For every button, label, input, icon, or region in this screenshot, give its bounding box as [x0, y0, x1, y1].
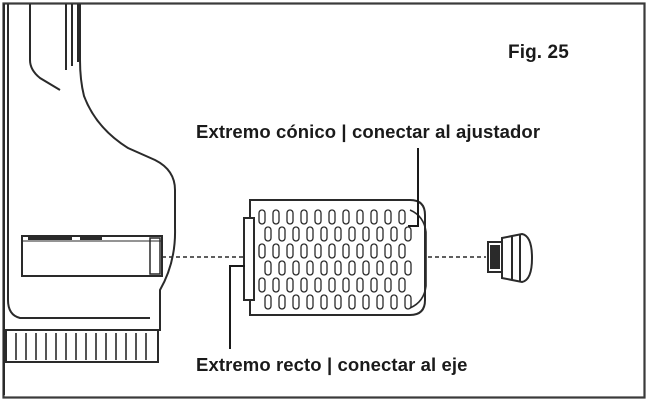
bristle: [362, 294, 370, 310]
bristle: [348, 294, 356, 310]
bristle: [376, 226, 384, 242]
bristle: [300, 243, 308, 259]
bristle: [398, 209, 406, 225]
figure-number: Fig. 25: [508, 42, 569, 63]
bristle: [300, 209, 308, 225]
bristle: [278, 226, 286, 242]
bristle: [362, 226, 370, 242]
bristle: [286, 277, 294, 293]
bristle: [314, 277, 322, 293]
bristle: [390, 260, 398, 276]
bristle: [384, 209, 392, 225]
bristle: [292, 294, 300, 310]
bristle: [320, 226, 328, 242]
bristle: [320, 294, 328, 310]
bristle: [370, 243, 378, 259]
straight-end-callout: Extremo recto | conectar al eje: [196, 354, 468, 375]
bristle: [348, 260, 356, 276]
bristle: [342, 209, 350, 225]
shaft: [21, 235, 163, 277]
bristle: [320, 260, 328, 276]
bristle: [334, 294, 342, 310]
callout-leader-lines: [229, 148, 419, 349]
appliance-housing: [3, 4, 177, 395]
bristle: [404, 226, 412, 242]
bristle: [334, 226, 342, 242]
bristle: [348, 226, 356, 242]
bristle: [376, 260, 384, 276]
bristle: [370, 209, 378, 225]
bristle: [292, 226, 300, 242]
bristle: [370, 277, 378, 293]
bristle: [356, 277, 364, 293]
bristle: [306, 260, 314, 276]
bristle: [314, 209, 322, 225]
bristle: [404, 294, 412, 310]
bristle-brush-roll: [243, 199, 427, 316]
bristle: [286, 243, 294, 259]
bristle: [314, 243, 322, 259]
bristle: [356, 209, 364, 225]
bristle: [258, 243, 266, 259]
bristle: [278, 294, 286, 310]
brush-bristles: [258, 209, 412, 310]
bristle: [328, 277, 336, 293]
bristle: [300, 277, 308, 293]
bristle: [384, 277, 392, 293]
bristle: [306, 226, 314, 242]
bristle: [398, 243, 406, 259]
bristle: [286, 209, 294, 225]
bristle: [328, 209, 336, 225]
bristle: [264, 294, 272, 310]
bristle: [390, 226, 398, 242]
bristle: [272, 277, 280, 293]
bristle: [264, 260, 272, 276]
bristle: [272, 243, 280, 259]
bristle: [384, 243, 392, 259]
bristle: [292, 260, 300, 276]
bristle: [342, 243, 350, 259]
bristle: [362, 260, 370, 276]
bristle: [342, 277, 350, 293]
bristle: [306, 294, 314, 310]
bristle: [376, 294, 384, 310]
bristle: [272, 209, 280, 225]
bristle: [334, 260, 342, 276]
bristle: [258, 209, 266, 225]
bristle: [398, 277, 406, 293]
housing-teeth: [15, 333, 147, 360]
conical-end-callout: Extremo cónico | conectar al ajustador: [196, 121, 541, 142]
bristle: [390, 294, 398, 310]
bristle: [328, 243, 336, 259]
bristle: [258, 277, 266, 293]
adjuster-cap: [487, 232, 534, 284]
bristle: [356, 243, 364, 259]
bristle: [264, 226, 272, 242]
bristle: [404, 260, 412, 276]
bristle: [278, 260, 286, 276]
